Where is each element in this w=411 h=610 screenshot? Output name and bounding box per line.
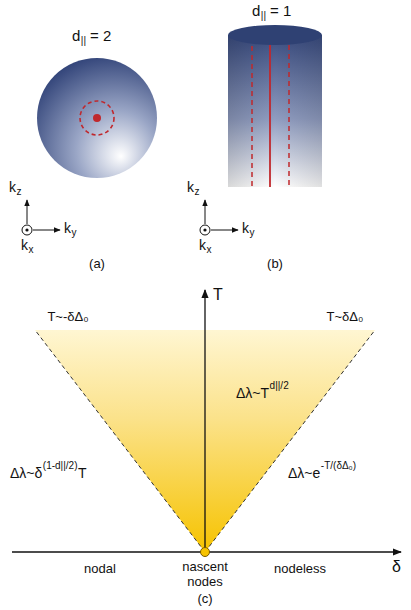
superscript: -T/(δΔ₀) <box>321 460 356 471</box>
kz-axis <box>27 200 28 224</box>
subscript: z <box>195 186 200 197</box>
subscript: y <box>250 227 255 238</box>
dimension-label: = 1 <box>270 3 291 20</box>
kx-axis <box>22 225 32 235</box>
dimension-label: d <box>252 3 260 20</box>
axis-label: k <box>64 221 71 236</box>
dimension-label: = 2 <box>90 28 111 45</box>
phase-label: nodeless <box>274 562 326 576</box>
line-node <box>269 45 271 187</box>
kx-axis-dot <box>203 228 206 231</box>
axis-label: k <box>199 238 206 253</box>
subscript: x <box>29 244 34 255</box>
ky-axis <box>33 230 60 231</box>
temperature-axis <box>204 290 205 552</box>
phase-label: nodal <box>84 562 116 576</box>
axis-label: δ <box>392 558 401 576</box>
panel-label: (b) <box>267 257 283 271</box>
cylinder-top <box>228 25 322 45</box>
phase-label: nascent nodes <box>174 560 236 590</box>
axis-label: k <box>21 238 28 253</box>
smeared-line-node <box>288 45 290 187</box>
crossover-line <box>205 330 375 552</box>
subscript: y <box>72 227 77 238</box>
subscript: || <box>81 35 86 46</box>
subscript: z <box>17 186 22 197</box>
axis-label: k <box>9 180 16 195</box>
scaling-formula: Δλ~e <box>288 466 320 481</box>
axis-label: T <box>213 286 223 304</box>
crossover-formula: T~-δΔ₀ <box>47 310 88 324</box>
kx-axis <box>200 225 210 235</box>
dimension-label: d <box>72 28 80 45</box>
point-node <box>93 114 101 122</box>
subscript: || <box>261 10 266 21</box>
fermi-cylinder <box>228 35 322 187</box>
superscript: d||/2 <box>270 380 289 391</box>
crossover-formula: T~δΔ₀ <box>327 310 364 324</box>
subscript: x <box>207 244 212 255</box>
scaling-formula: Δλ~T <box>236 386 269 401</box>
critical-point <box>201 548 210 557</box>
crossover-line <box>35 330 205 552</box>
scaling-formula: T <box>78 466 87 481</box>
axis-label: k <box>187 180 194 195</box>
scaling-formula: Δλ~δ <box>10 466 42 481</box>
cylinder-shade <box>228 35 322 187</box>
fermi-sphere <box>37 58 157 178</box>
smeared-line-node <box>251 46 253 187</box>
panel-label: (c) <box>197 592 212 606</box>
ky-axis <box>211 230 238 231</box>
axis-label: k <box>242 221 249 236</box>
kx-axis-dot <box>25 228 28 231</box>
kz-axis <box>205 200 206 224</box>
superscript: (1-d||/2) <box>43 460 78 471</box>
panel-label: (a) <box>89 257 105 271</box>
smeared-node <box>80 101 114 135</box>
